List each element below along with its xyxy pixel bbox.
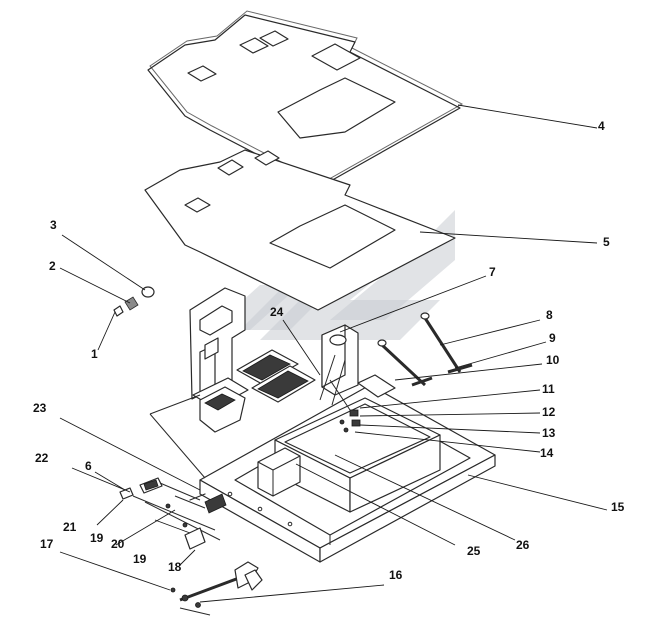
callout-2: 2 (49, 259, 56, 273)
callout-19-lower: 19 (133, 552, 147, 566)
callout-7: 7 (489, 265, 496, 279)
callout-19-upper: 19 (90, 531, 104, 545)
leader-lines (59, 104, 608, 603)
callout-12: 12 (542, 405, 556, 419)
pedal-pads (236, 349, 316, 403)
levers (377, 312, 473, 387)
pedal-bracket (149, 287, 249, 479)
callout-4: 4 (598, 119, 605, 133)
control-console (319, 324, 396, 406)
callout-23: 23 (33, 401, 47, 415)
callout-16: 16 (389, 568, 403, 582)
fastener-parts (113, 286, 155, 317)
callouts: 1 2 3 4 5 6 7 8 9 10 11 12 13 14 15 16 1… (33, 119, 625, 582)
floor-mat-lower (144, 149, 456, 311)
callout-6: 6 (85, 459, 92, 473)
callout-9: 9 (549, 331, 556, 345)
callout-14: 14 (540, 446, 554, 460)
callout-5: 5 (603, 235, 610, 249)
callout-11: 11 (542, 382, 555, 396)
callout-17: 17 (40, 537, 54, 551)
callout-26: 26 (516, 538, 530, 552)
callout-22: 22 (35, 451, 49, 465)
battery-tray (257, 397, 441, 513)
floor-mat-top (147, 10, 464, 188)
callout-13: 13 (542, 426, 556, 440)
callout-24: 24 (270, 305, 284, 319)
callout-18: 18 (168, 560, 182, 574)
callout-1: 1 (91, 347, 98, 361)
callout-15: 15 (611, 500, 625, 514)
callout-8: 8 (546, 308, 553, 322)
callout-3: 3 (50, 218, 57, 232)
callout-10: 10 (546, 353, 560, 367)
pedal-shaft (170, 561, 263, 616)
linkage-rods (119, 477, 227, 550)
callout-21: 21 (63, 520, 77, 534)
console-hardware (329, 379, 361, 433)
callout-25: 25 (467, 544, 481, 558)
callout-20: 20 (111, 537, 125, 551)
